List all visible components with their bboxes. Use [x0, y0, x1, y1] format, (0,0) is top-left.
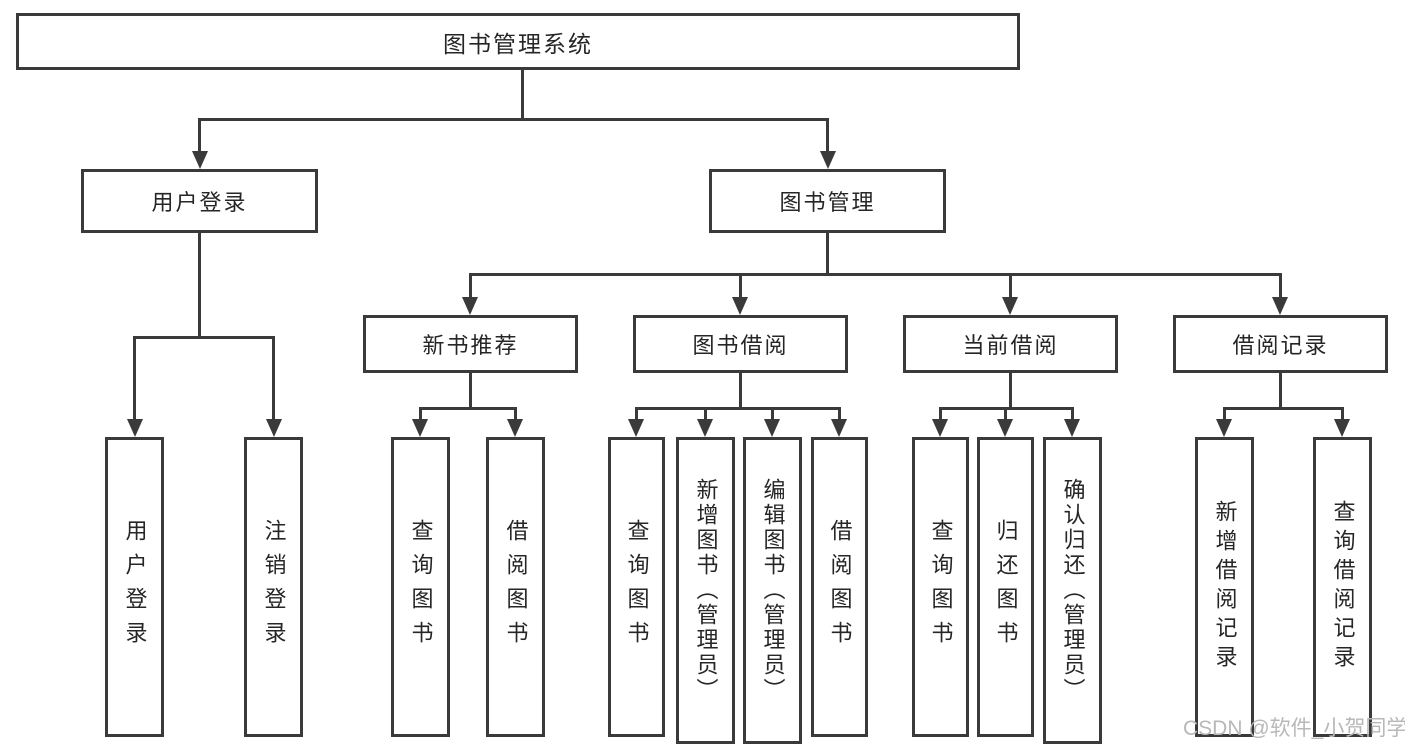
connector-branch — [419, 407, 517, 410]
connector-stem — [469, 373, 472, 407]
arrow-head-icon — [127, 419, 143, 437]
arrow-head-icon — [732, 297, 748, 315]
leaf-borrow-books: 借阅图书 — [486, 437, 545, 737]
leaf-label: 查询借阅记录 — [1330, 500, 1356, 674]
leaf-label: 编辑图书（管理员） — [760, 478, 786, 703]
node-label: 图书管理 — [779, 190, 876, 215]
connector-to-leaf — [1341, 407, 1344, 421]
connector-to-leaf — [514, 407, 517, 421]
connector-to-book-management — [826, 118, 829, 153]
connector-to-leaf — [838, 407, 841, 421]
leaf-label: 查询图书 — [408, 519, 434, 655]
connector-to-leaf — [939, 407, 942, 421]
leaf-label: 查询图书 — [624, 519, 650, 655]
arrow-head-icon — [831, 419, 847, 437]
arrow-head-icon — [764, 419, 780, 437]
leaf-label: 确认归还（管理员） — [1060, 478, 1086, 703]
arrow-head-icon — [1002, 297, 1018, 315]
leaf-edit-books-admin: 编辑图书（管理员） — [743, 437, 802, 744]
arrow-head-icon — [628, 419, 644, 437]
connector-branch — [1223, 407, 1344, 410]
arrow-head-icon — [697, 419, 713, 437]
arrow-head-icon — [462, 297, 478, 315]
connector-branch — [635, 407, 841, 410]
leaf-add-borrow-record: 新增借阅记录 — [1195, 437, 1254, 737]
connector-to-book-borrow — [739, 273, 742, 299]
node-label: 图书借阅 — [692, 333, 789, 358]
leaf-label: 注销登录 — [261, 519, 287, 655]
leaf-confirm-return-admin: 确认归还（管理员） — [1043, 437, 1102, 744]
arrow-head-icon — [997, 419, 1013, 437]
leaf-add-books-admin: 新增图书（管理员） — [676, 437, 735, 744]
leaf-logout: 注销登录 — [244, 437, 303, 737]
leaf-label: 用户登录 — [122, 519, 148, 655]
leaf-query-borrow-record: 查询借阅记录 — [1313, 437, 1372, 737]
arrow-head-icon — [1064, 419, 1080, 437]
connector-to-leaf — [1223, 407, 1226, 421]
leaf-label: 借阅图书 — [503, 519, 529, 655]
connector-to-leaf — [1004, 407, 1007, 421]
connector-stem — [1279, 373, 1282, 407]
leaf-query-books: 查询图书 — [608, 437, 665, 737]
connector-to-new-book — [469, 273, 472, 299]
connector-root-stem — [521, 70, 524, 118]
leaf-return-books: 归还图书 — [977, 437, 1034, 737]
arrow-head-icon — [1272, 297, 1288, 315]
connector-to-leaf — [1071, 407, 1074, 421]
connector-user-login-stem — [198, 233, 201, 336]
connector-stem — [1009, 373, 1012, 407]
leaf-user-login: 用户登录 — [105, 437, 164, 737]
node-label: 用户登录 — [151, 190, 248, 215]
connector-to-leaf — [635, 407, 638, 421]
leaf-query-books: 查询图书 — [912, 437, 969, 737]
connector-to-borrow-records — [1279, 273, 1282, 299]
connector-book-management-stem — [826, 233, 829, 273]
arrow-head-icon — [1334, 419, 1350, 437]
leaf-label: 归还图书 — [993, 519, 1019, 655]
arrow-head-icon — [507, 419, 523, 437]
node-user-login: 用户登录 — [81, 169, 318, 233]
arrow-head-icon — [1216, 419, 1232, 437]
connector-to-leaf — [133, 336, 136, 421]
connector-level3-branch — [469, 273, 1282, 276]
connector-to-leaf — [419, 407, 422, 421]
arrow-head-icon — [932, 419, 948, 437]
leaf-label: 新增图书（管理员） — [693, 478, 719, 703]
arrow-head-icon — [412, 419, 428, 437]
node-library-system: 图书管理系统 — [16, 13, 1020, 70]
node-new-book-recommend: 新书推荐 — [363, 315, 578, 373]
leaf-label: 查询图书 — [928, 519, 954, 655]
node-borrow-records: 借阅记录 — [1173, 315, 1388, 373]
leaf-label: 借阅图书 — [827, 519, 853, 655]
arrow-head-icon — [820, 151, 836, 169]
node-current-borrow: 当前借阅 — [903, 315, 1118, 373]
connector-to-leaf — [272, 336, 275, 421]
connector-to-leaf — [771, 407, 774, 421]
leaf-query-books: 查询图书 — [391, 437, 450, 737]
arrow-head-icon — [192, 151, 208, 169]
node-book-management: 图书管理 — [709, 169, 946, 233]
connector-user-login-branch — [133, 336, 275, 339]
csdn-watermark: CSDN @软件_小贺同学 — [1183, 717, 1405, 740]
connector-to-user-login — [198, 118, 201, 153]
node-label: 图书管理系统 — [443, 30, 593, 57]
connector-to-current-borrow — [1009, 273, 1012, 299]
node-book-borrow: 图书借阅 — [633, 315, 848, 373]
connector-to-leaf — [704, 407, 707, 421]
leaf-label: 新增借阅记录 — [1212, 500, 1238, 674]
node-label: 借阅记录 — [1232, 333, 1329, 358]
connector-stem — [739, 373, 742, 407]
node-label: 当前借阅 — [962, 333, 1059, 358]
node-label: 新书推荐 — [422, 333, 519, 358]
arrow-head-icon — [266, 419, 282, 437]
leaf-borrow-books: 借阅图书 — [811, 437, 868, 737]
connector-level2-branch — [198, 118, 829, 121]
